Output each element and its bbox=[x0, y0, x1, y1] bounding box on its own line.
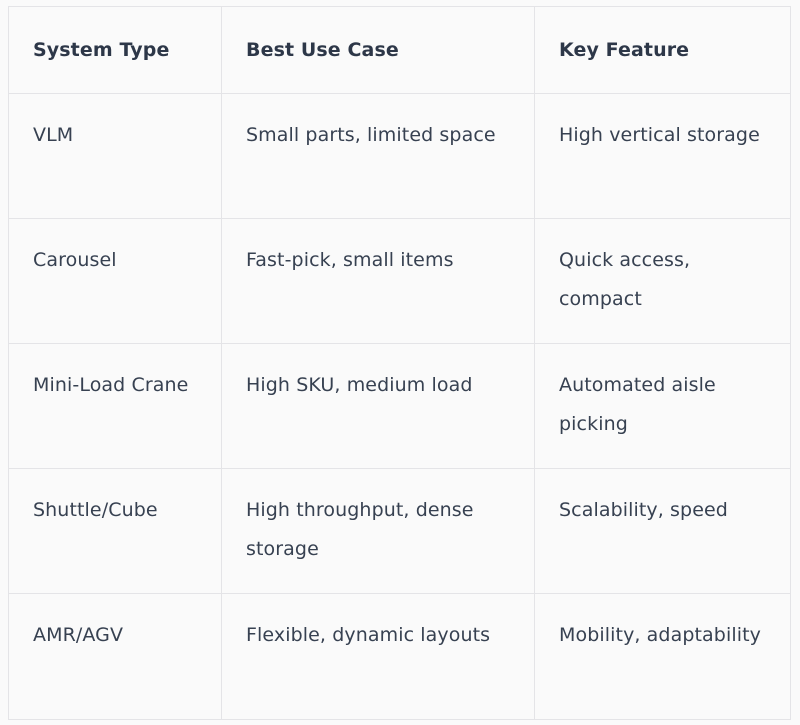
cell-best-use-case: Flexible, dynamic layouts bbox=[221, 593, 535, 720]
cell-system-type: Shuttle/Cube bbox=[8, 468, 222, 594]
header-row: System Type Best Use Case Key Feature bbox=[8, 6, 791, 94]
cell-best-use-case: Fast-pick, small items bbox=[221, 218, 535, 344]
cell-system-type: Carousel bbox=[8, 218, 222, 344]
table-row: Shuttle/Cube High throughput, dense stor… bbox=[8, 468, 791, 594]
table-row: VLM Small parts, limited space High vert… bbox=[8, 93, 791, 219]
cell-best-use-case: Small parts, limited space bbox=[221, 93, 535, 219]
cell-system-type: AMR/AGV bbox=[8, 593, 222, 720]
table-header: System Type Best Use Case Key Feature bbox=[8, 6, 791, 94]
table-row: Carousel Fast-pick, small items Quick ac… bbox=[8, 218, 791, 344]
table-row: Mini-Load Crane High SKU, medium load Au… bbox=[8, 343, 791, 469]
header-best-use-case: Best Use Case bbox=[221, 6, 535, 94]
cell-system-type: Mini-Load Crane bbox=[8, 343, 222, 469]
storage-systems-table: System Type Best Use Case Key Feature VL… bbox=[8, 6, 791, 720]
cell-system-type: VLM bbox=[8, 93, 222, 219]
cell-key-feature: High vertical storage bbox=[534, 93, 791, 219]
cell-key-feature: Automated aisle picking bbox=[534, 343, 791, 469]
cell-key-feature: Mobility, adaptability bbox=[534, 593, 791, 720]
cell-best-use-case: High throughput, dense storage bbox=[221, 468, 535, 594]
cell-best-use-case: High SKU, medium load bbox=[221, 343, 535, 469]
cell-key-feature: Scalability, speed bbox=[534, 468, 791, 594]
table-row: AMR/AGV Flexible, dynamic layouts Mobili… bbox=[8, 593, 791, 720]
header-key-feature: Key Feature bbox=[534, 6, 791, 94]
table-container: System Type Best Use Case Key Feature VL… bbox=[8, 6, 791, 720]
table-body: VLM Small parts, limited space High vert… bbox=[8, 93, 791, 720]
header-system-type: System Type bbox=[8, 6, 222, 94]
cell-key-feature: Quick access, compact bbox=[534, 218, 791, 344]
